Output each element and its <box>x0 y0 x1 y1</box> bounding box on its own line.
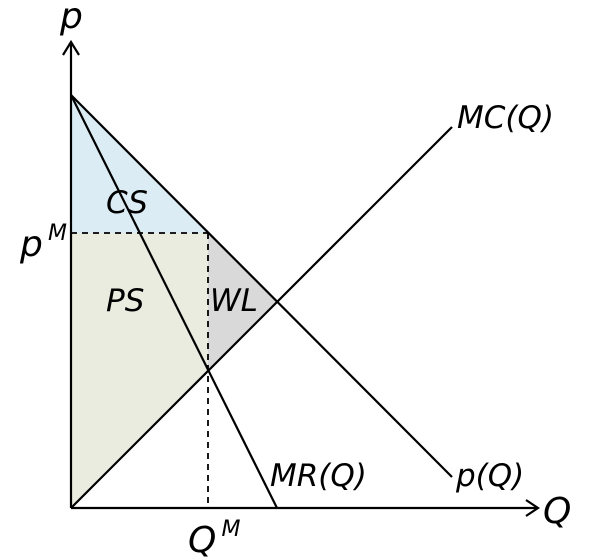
marginal-cost-label: MC(Q) <box>457 100 554 136</box>
x-axis-label: Q <box>543 491 571 532</box>
marginal-revenue-label: MR(Q) <box>270 458 367 494</box>
producer-surplus-label: PS <box>106 283 144 319</box>
consumer-surplus-label: CS <box>106 185 148 221</box>
monopoly-price-label: p M <box>19 221 67 265</box>
marginal-revenue-curve <box>70 94 278 509</box>
y-axis-arrowhead <box>62 39 80 56</box>
marginal-cost-curve <box>70 126 453 509</box>
monopoly-price-label-sup: M <box>48 221 67 246</box>
monopoly-quantity-label: Q M <box>188 517 240 560</box>
monopoly-price-label-base: p <box>19 224 43 265</box>
demand-curve <box>70 94 453 478</box>
demand-curve-label: p(Q) <box>455 458 524 494</box>
welfare-loss-label: WL <box>210 283 258 319</box>
monopoly-quantity-label-base: Q <box>188 520 216 560</box>
monopoly-quantity-label-sup: M <box>221 517 240 542</box>
welfare-loss-region <box>208 233 276 370</box>
producer-surplus-region <box>71 233 208 508</box>
x-axis-arrowhead <box>525 499 540 517</box>
y-axis-label: p <box>59 0 83 37</box>
